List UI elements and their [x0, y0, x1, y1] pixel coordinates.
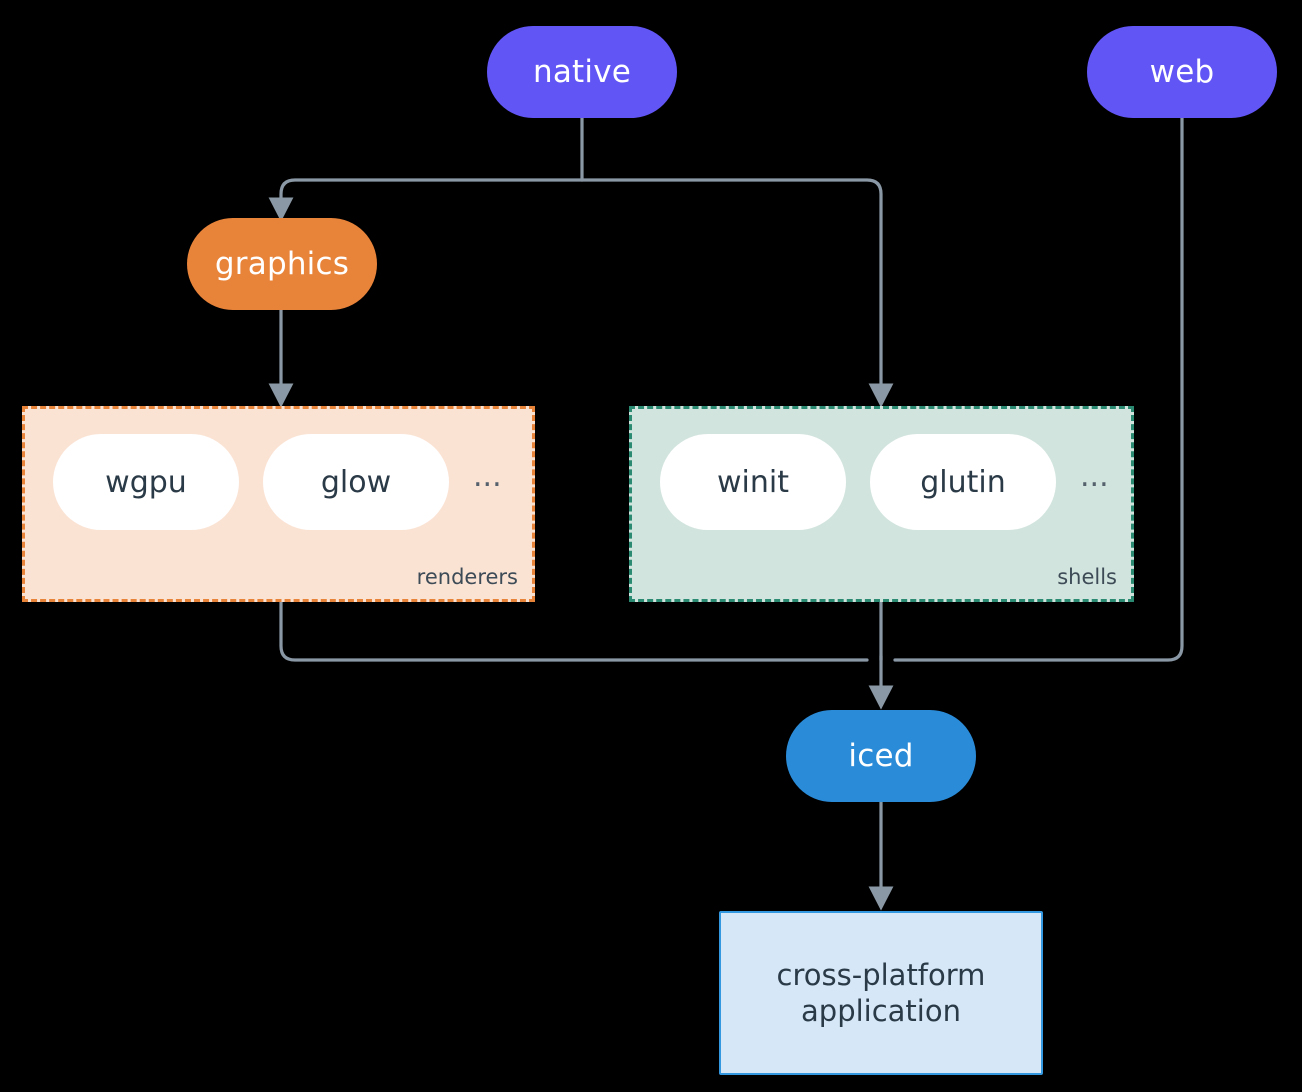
renderers-overflow-ellipsis: ...	[473, 459, 502, 494]
group-renderers-items: wgpu glow ...	[25, 434, 532, 530]
node-cross-platform-application[interactable]: cross-platform application	[719, 911, 1043, 1075]
node-graphics[interactable]: graphics	[187, 218, 377, 310]
application-label-line2: application	[801, 994, 961, 1028]
edge-renderers-to-iced	[279, 600, 869, 662]
group-shells[interactable]: winit glutin ... shells	[629, 406, 1134, 602]
edge-native-to-shells	[580, 178, 894, 408]
chip-glow[interactable]: glow	[263, 434, 449, 530]
group-renderers-label: renderers	[416, 565, 518, 589]
edge-native-to-graphics	[268, 178, 584, 222]
group-shells-items: winit glutin ...	[632, 434, 1131, 530]
chip-wgpu[interactable]: wgpu	[53, 434, 239, 530]
shells-overflow-ellipsis: ...	[1080, 459, 1109, 494]
group-renderers[interactable]: wgpu glow ... renderers	[22, 406, 535, 602]
node-iced[interactable]: iced	[786, 710, 976, 802]
chip-glutin[interactable]: glutin	[870, 434, 1056, 530]
node-web[interactable]: web	[1087, 26, 1277, 118]
group-shells-label: shells	[1057, 565, 1117, 589]
application-label-line1: cross-platform	[776, 957, 986, 992]
node-native[interactable]: native	[487, 26, 677, 118]
chip-winit[interactable]: winit	[660, 434, 846, 530]
